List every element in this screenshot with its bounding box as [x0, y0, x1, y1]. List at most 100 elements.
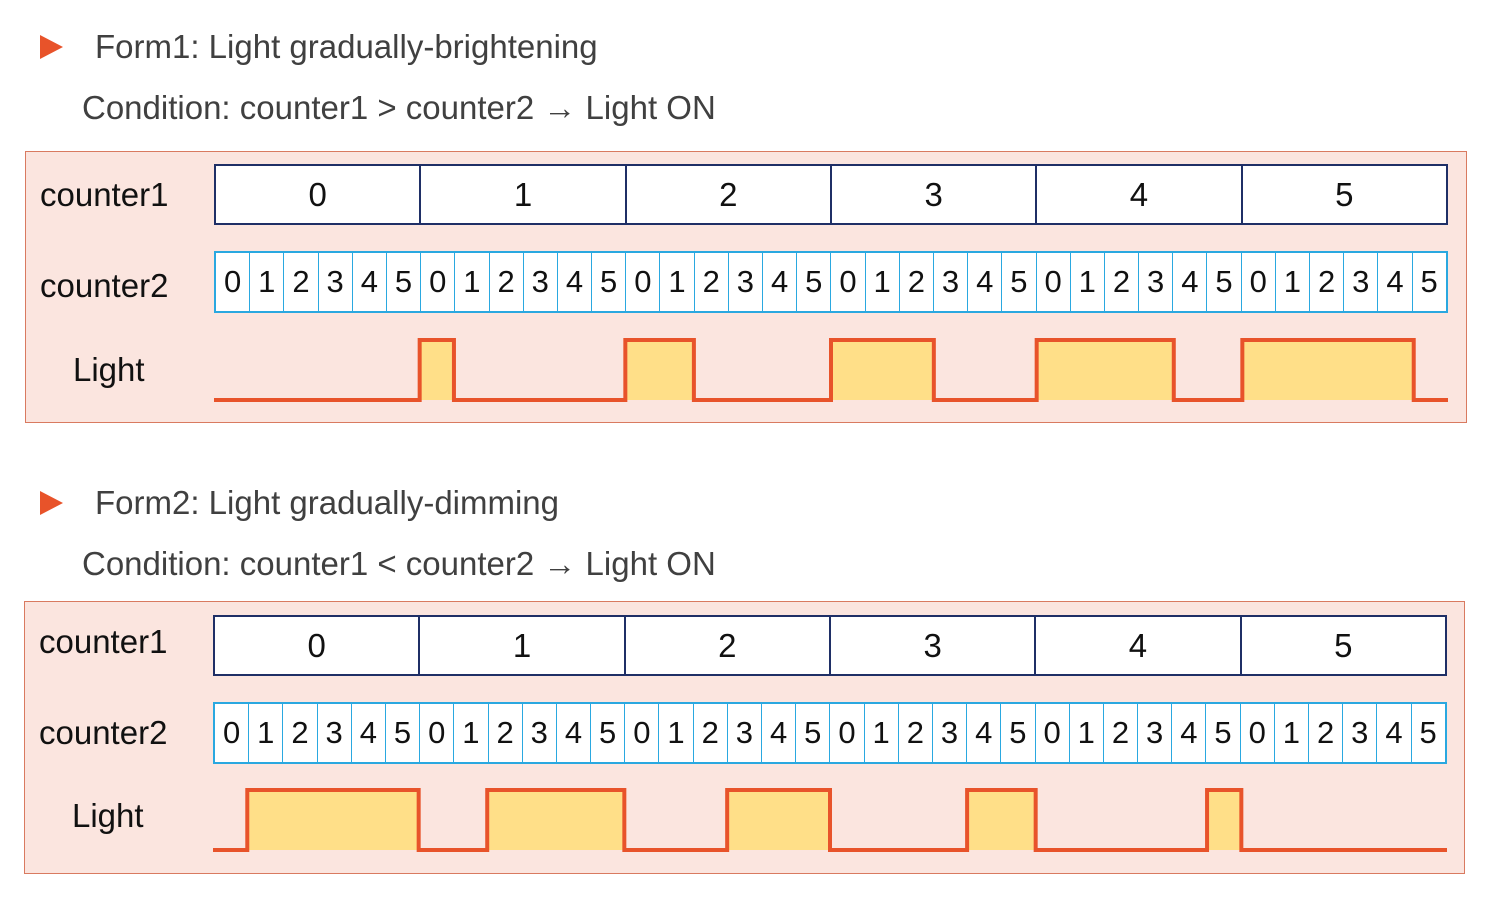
light-signal-line — [213, 788, 1447, 852]
counter2-cell: 1 — [249, 253, 283, 311]
form2-condition: Condition: counter1 < counter2 → Light O… — [82, 545, 716, 582]
counter2-cell: 3 — [521, 704, 556, 762]
counter2-cell: 4 — [1172, 253, 1206, 311]
counter2-cell: 1 — [453, 704, 487, 762]
light-on-pulse — [419, 340, 454, 400]
counter2-cell: 0 — [1035, 253, 1070, 311]
counter2-cell: 2 — [898, 253, 933, 311]
counter2-cell: 1 — [1069, 253, 1104, 311]
counter1-cell: 3 — [828, 617, 1034, 674]
light-signal-line — [214, 338, 1448, 402]
counter2-cell: 1 — [454, 253, 488, 311]
counter1-label: counter1 — [40, 176, 169, 213]
counter2-cell: 4 — [351, 253, 386, 311]
counter2-cell: 4 — [1171, 704, 1205, 762]
counter2-cell: 4 — [350, 704, 385, 762]
counter2-cell: 0 — [829, 704, 863, 762]
counter2-cell: 1 — [863, 704, 898, 762]
counter1-cell: 5 — [1239, 617, 1445, 674]
counter2-cell: 3 — [726, 704, 761, 762]
triangle-bullet-icon — [40, 35, 63, 59]
counter2-cell: 5 — [1411, 253, 1446, 311]
counter2-cell: 2 — [1103, 253, 1138, 311]
counter1-cell: 4 — [1035, 166, 1240, 223]
counter2-cell: 4 — [556, 253, 591, 311]
counter2-cell: 1 — [1068, 704, 1103, 762]
counter2-cell: 3 — [317, 253, 352, 311]
counter1-cell: 0 — [307, 626, 326, 664]
light-label: Light — [72, 797, 144, 834]
form2-title: Form2: Light gradually-dimming — [95, 484, 560, 521]
light-on-pulse — [625, 340, 694, 400]
counter2-cell: 2 — [897, 704, 932, 762]
light-label: Light — [73, 351, 145, 388]
counter1-cell: 3 — [829, 166, 1035, 223]
counter2-cell: 0 — [420, 253, 454, 311]
counter1-cell: 4 — [1034, 617, 1239, 674]
light-on-pulse — [967, 790, 1036, 850]
counter2-cell: 3 — [522, 253, 557, 311]
counter2-cell: 0 — [222, 715, 241, 750]
counter2-cell: 4 — [762, 253, 796, 311]
counter1-cell: 0 — [308, 175, 327, 213]
counter2-cell: 4 — [761, 704, 795, 762]
counter2-cell: 5 — [795, 704, 829, 762]
counter2-cell: 1 — [659, 253, 693, 311]
counter2-cell: 4 — [555, 704, 590, 762]
counter2-cell: 3 — [1137, 704, 1171, 762]
counter2-cell: 1 — [1273, 704, 1308, 762]
counter2-cell: 2 — [487, 704, 522, 762]
counter2-cell: 1 — [248, 704, 282, 762]
counter2-cell: 3 — [931, 704, 966, 762]
light-on-pulse — [487, 790, 625, 850]
counter2-cell: 2 — [488, 253, 523, 311]
counter2-cell: 0 — [625, 253, 659, 311]
counter2-cell: 5 — [384, 704, 419, 762]
form1-title: Form1: Light gradually-brightening — [95, 28, 598, 65]
counter2-cell: 2 — [1308, 704, 1342, 762]
counter2-cell: 2 — [1309, 253, 1343, 311]
counter2-cell: 5 — [385, 253, 420, 311]
light-on-pulse — [1242, 340, 1414, 400]
counter2-cell: 3 — [1343, 253, 1377, 311]
counter2-cell: 2 — [282, 704, 316, 762]
counter2-cell: 5 — [1410, 704, 1445, 762]
counter2-cell: 3 — [932, 253, 967, 311]
counter2-cell: 4 — [1377, 253, 1411, 311]
light-on-pulse — [727, 790, 830, 850]
counter1-cell: 5 — [1240, 166, 1446, 223]
counter2-cell: 1 — [658, 704, 692, 762]
counter2-cell: 0 — [419, 704, 453, 762]
counter2-cell: 0 — [1240, 253, 1275, 311]
light-on-pulse — [1036, 340, 1174, 400]
counter2-cell: 4 — [966, 704, 1000, 762]
counter2-cell: 0 — [1034, 704, 1069, 762]
counter2-cell: 3 — [727, 253, 762, 311]
light-on-pulse — [831, 340, 934, 400]
counter2-cell: 2 — [1102, 704, 1137, 762]
counter1-cell: 1 — [418, 617, 623, 674]
counter2-cell: 5 — [1206, 253, 1240, 311]
counter1-cell: 1 — [419, 166, 624, 223]
counter2-cell: 5 — [1205, 704, 1239, 762]
light-on-pulse — [247, 790, 419, 850]
counter2-cell: 0 — [1239, 704, 1274, 762]
counter1-label: counter1 — [39, 623, 168, 660]
counter2-cell: 5 — [1001, 253, 1035, 311]
counter2-cell: 0 — [223, 264, 242, 299]
light-waveform — [214, 338, 1448, 402]
counter2-cell: 0 — [624, 704, 658, 762]
counter2-cell: 2 — [692, 704, 727, 762]
counter2-cell: 2 — [283, 253, 317, 311]
form1-heading: Form1: Light gradually-brightening — [40, 28, 598, 66]
counter2-label: counter2 — [40, 267, 169, 304]
counter2-cell: 1 — [864, 253, 899, 311]
counter2-cell: 4 — [1376, 704, 1410, 762]
counter2-cell: 1 — [1274, 253, 1309, 311]
counter2-cell: 3 — [1138, 253, 1172, 311]
counter1-cell: 2 — [623, 617, 829, 674]
